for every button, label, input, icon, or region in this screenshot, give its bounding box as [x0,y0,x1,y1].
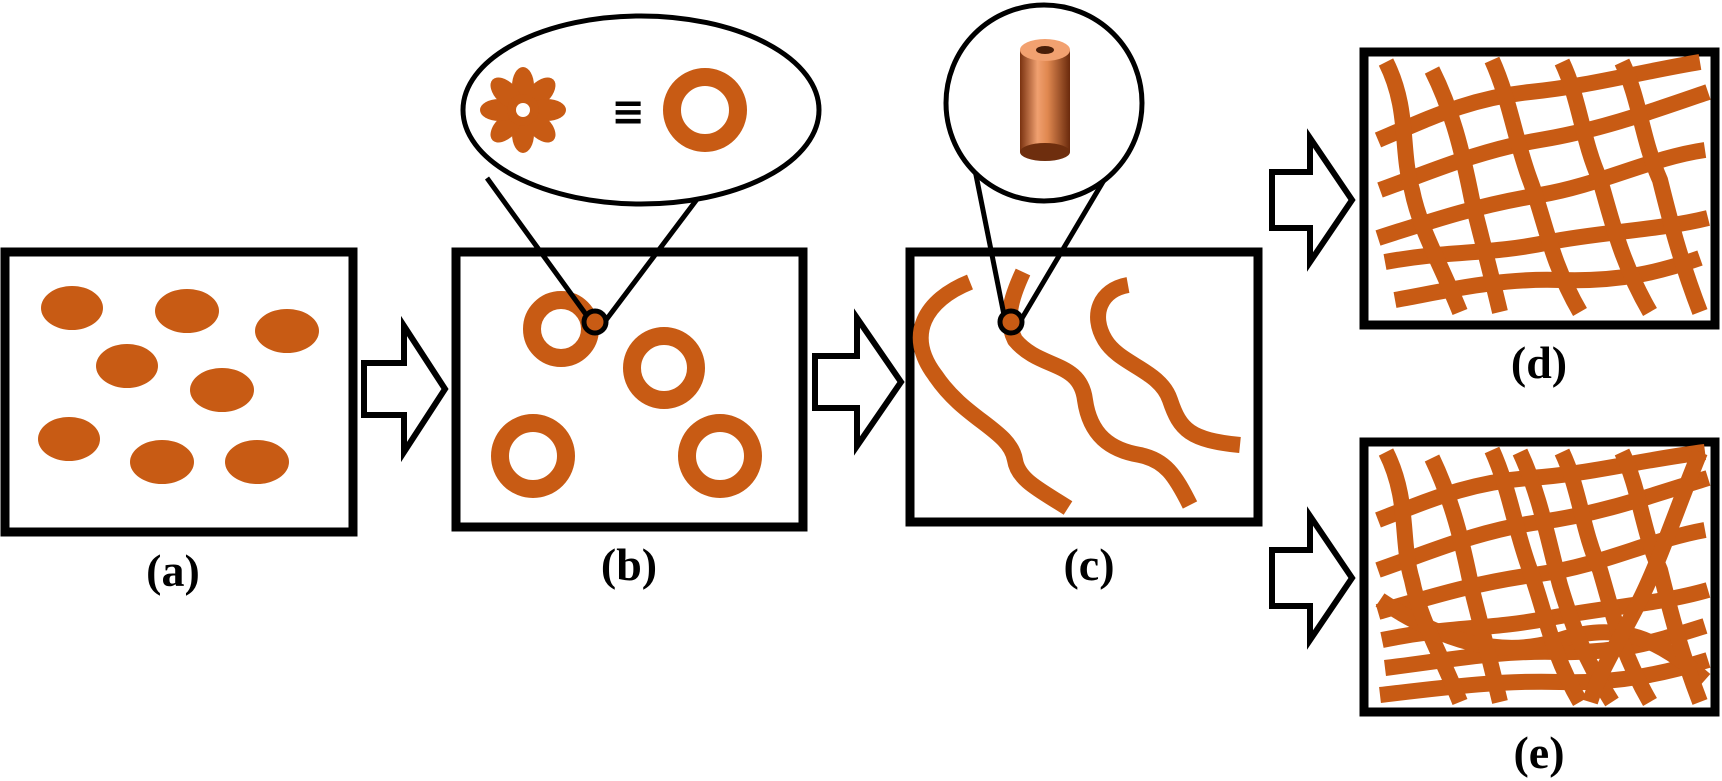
magnified-spot [581,308,609,336]
ring [678,414,762,498]
fiber [1484,446,1587,706]
panel-label-e: (e) [1513,727,1564,778]
equivalence-symbol: ≡ [611,89,645,135]
droplet [41,286,103,330]
flower-micelle-icon [480,67,566,153]
arrow-right-icon [361,315,449,463]
fiber [1554,448,1657,706]
arrow-right-icon [1269,128,1356,272]
droplet [255,309,319,353]
droplet [96,344,158,388]
panel-c: (c) [905,2,1263,590]
tube-body [1020,50,1070,152]
panel-label-c: (c) [1063,539,1114,590]
ring-icon [663,68,747,152]
dense-fiber-network [1375,444,1711,707]
fiber [1554,58,1657,316]
magnified-spot [997,308,1025,336]
tube-hole [1036,46,1054,54]
fiber [1582,448,1708,705]
callout-line [1015,168,1113,327]
fiber [1378,448,1468,705]
droplet [38,417,100,461]
droplet [225,440,289,484]
panel-b: ≡ (b) [451,13,822,590]
droplet [130,440,194,484]
droplet [155,289,219,333]
tube-bottom [1020,143,1070,161]
fiber [1374,54,1702,148]
fiber [1484,56,1587,316]
fiber [1378,58,1468,315]
fiber [1424,66,1508,314]
fiber [1614,58,1708,315]
arrow-right-icon [1269,506,1356,650]
fiber [1377,84,1711,198]
flower-hole [516,103,530,117]
hollow-tube-icon [1020,39,1070,161]
panel-e: (e) [1359,437,1720,778]
callout-line [972,169,1008,321]
panel-label-b: (b) [601,539,657,590]
fiber [1512,448,1619,707]
fiber-network [1374,54,1711,316]
panel-label-d: (d) [1511,337,1567,388]
droplets [38,286,319,484]
arrow-right-icon [812,308,905,456]
fiber [912,274,1073,515]
callout-line [484,176,593,322]
fiber [1090,277,1241,453]
callout-line [598,176,715,330]
ring [491,414,575,498]
rings [491,291,762,498]
panel-a: (a) [0,247,358,596]
panel-label-a: (a) [146,545,200,596]
panel-d: (d) [1359,47,1720,388]
fiber [1379,652,1711,703]
droplet [190,368,254,412]
ring [623,327,705,409]
callout-bubble-b [460,13,822,207]
fiber [1424,454,1508,704]
